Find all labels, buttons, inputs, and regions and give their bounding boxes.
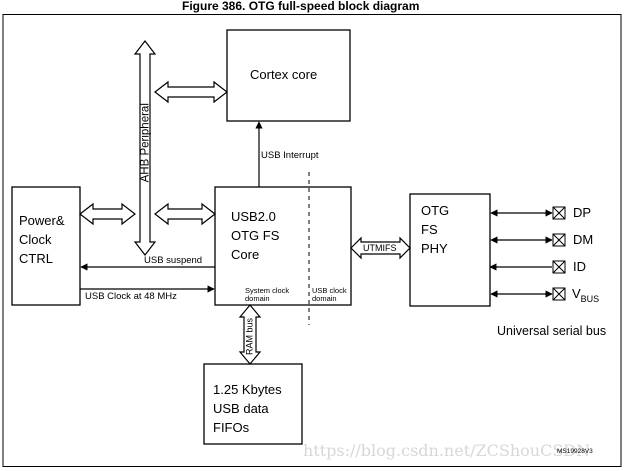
dm-pin-icon (552, 233, 566, 247)
ram-bus-label: RAM bus (244, 318, 255, 356)
vbus-pin-icon (552, 287, 566, 301)
watermark-text: https://blog.csdn.net/ZCShouCSDN (303, 441, 591, 460)
power-clock-ctrl-block (11, 186, 81, 306)
usb-interrupt-label: USB Interrupt (261, 150, 319, 161)
ahb-cortex-bus-arrow (154, 80, 228, 104)
ahb-peripheral-label: AHB Peripheral (139, 103, 152, 183)
figure-code: MS19928V3 (557, 448, 593, 455)
ahb-usbcore-bus-arrow (154, 202, 216, 226)
dp-pin-icon (552, 206, 566, 220)
diagram-frame (2, 14, 622, 467)
figure-title: Figure 386. OTG full-speed block diagram (182, 0, 420, 13)
cortex-core-label: Cortex core (250, 67, 318, 82)
usb-otg-fs-core-block (214, 186, 352, 306)
usb-core-label: USB2.0 OTG FS Core (231, 209, 280, 262)
ahb-peripheral-bus (133, 40, 157, 256)
phy-label: OTG FS PHY (421, 203, 450, 256)
usb-clock-domain-label: USB clock domain (312, 286, 347, 303)
power-clock-ctrl-label: Power& Clock CTRL (19, 213, 65, 266)
id-pin-label: ID (573, 259, 586, 274)
fifos-label: 1.25 Kbytes USB data FIFOs (213, 382, 282, 435)
vbus-main-text: V (572, 286, 581, 301)
usb-data-fifos-block (203, 363, 303, 445)
power-ahb-bus-arrow (79, 202, 136, 226)
usb-suspend-label: USB suspend (144, 255, 203, 266)
dm-pin-label: DM (573, 232, 594, 247)
usb-clock-label: USB Clock at 48 MHz (85, 291, 177, 302)
otg-fs-phy-block (409, 193, 491, 307)
ram-bus-arrow (238, 304, 262, 365)
id-pin-icon (552, 260, 566, 274)
cortex-core-block (226, 29, 351, 122)
utmifs-bus-arrow (350, 236, 411, 260)
system-clock-domain-label: System clock domain (245, 286, 290, 303)
universal-serial-bus-label: Universal serial bus (497, 324, 607, 338)
vbus-sub-text: BUS (580, 294, 600, 304)
vbus-pin-label: VBUS (572, 286, 599, 304)
utmifs-label: UTMIFS (363, 243, 397, 253)
dp-pin-label: DP (573, 205, 592, 220)
